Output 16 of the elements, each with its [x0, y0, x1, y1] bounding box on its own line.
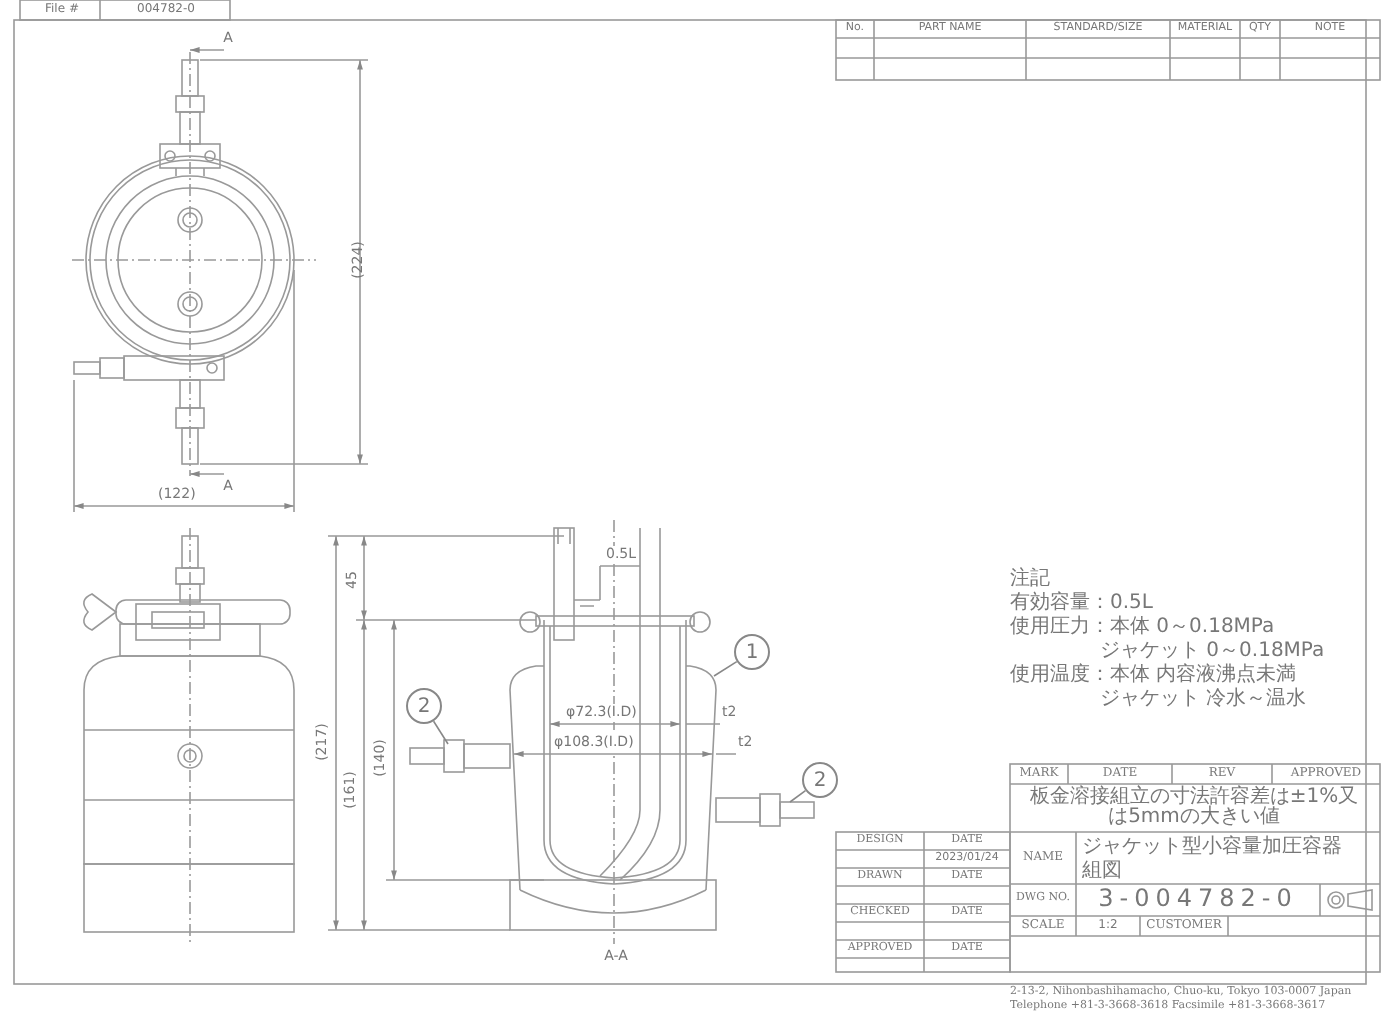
drawing-title: ジャケット型小容量加圧容器 [1082, 834, 1344, 858]
leader-line [432, 720, 449, 745]
callout-number: 1 [734, 634, 770, 670]
note-text: 有効容量：0.5L [1010, 592, 1155, 614]
callout-number: 2 [802, 762, 838, 798]
note-text: 注記 [1010, 568, 1052, 590]
note-text: 使用圧力：本体 0～0.18MPa [1010, 616, 1277, 638]
drawing-number: 3-004782-0 [1096, 884, 1300, 916]
callout-number: 2 [406, 688, 442, 724]
leader-line [713, 660, 738, 677]
note-text: ジャケット 0～0.18MPa [1100, 640, 1327, 662]
tolerance-note: 板金溶接組立の寸法許容差は±1%又は5mmの大きい値 [1027, 786, 1361, 830]
leader-line [789, 789, 807, 803]
drawing-title: 組図 [1082, 858, 1124, 882]
note-text: 使用温度：本体 内容液沸点未満 [1010, 664, 1299, 686]
note-text: ジャケット 冷水～温水 [1100, 688, 1309, 710]
